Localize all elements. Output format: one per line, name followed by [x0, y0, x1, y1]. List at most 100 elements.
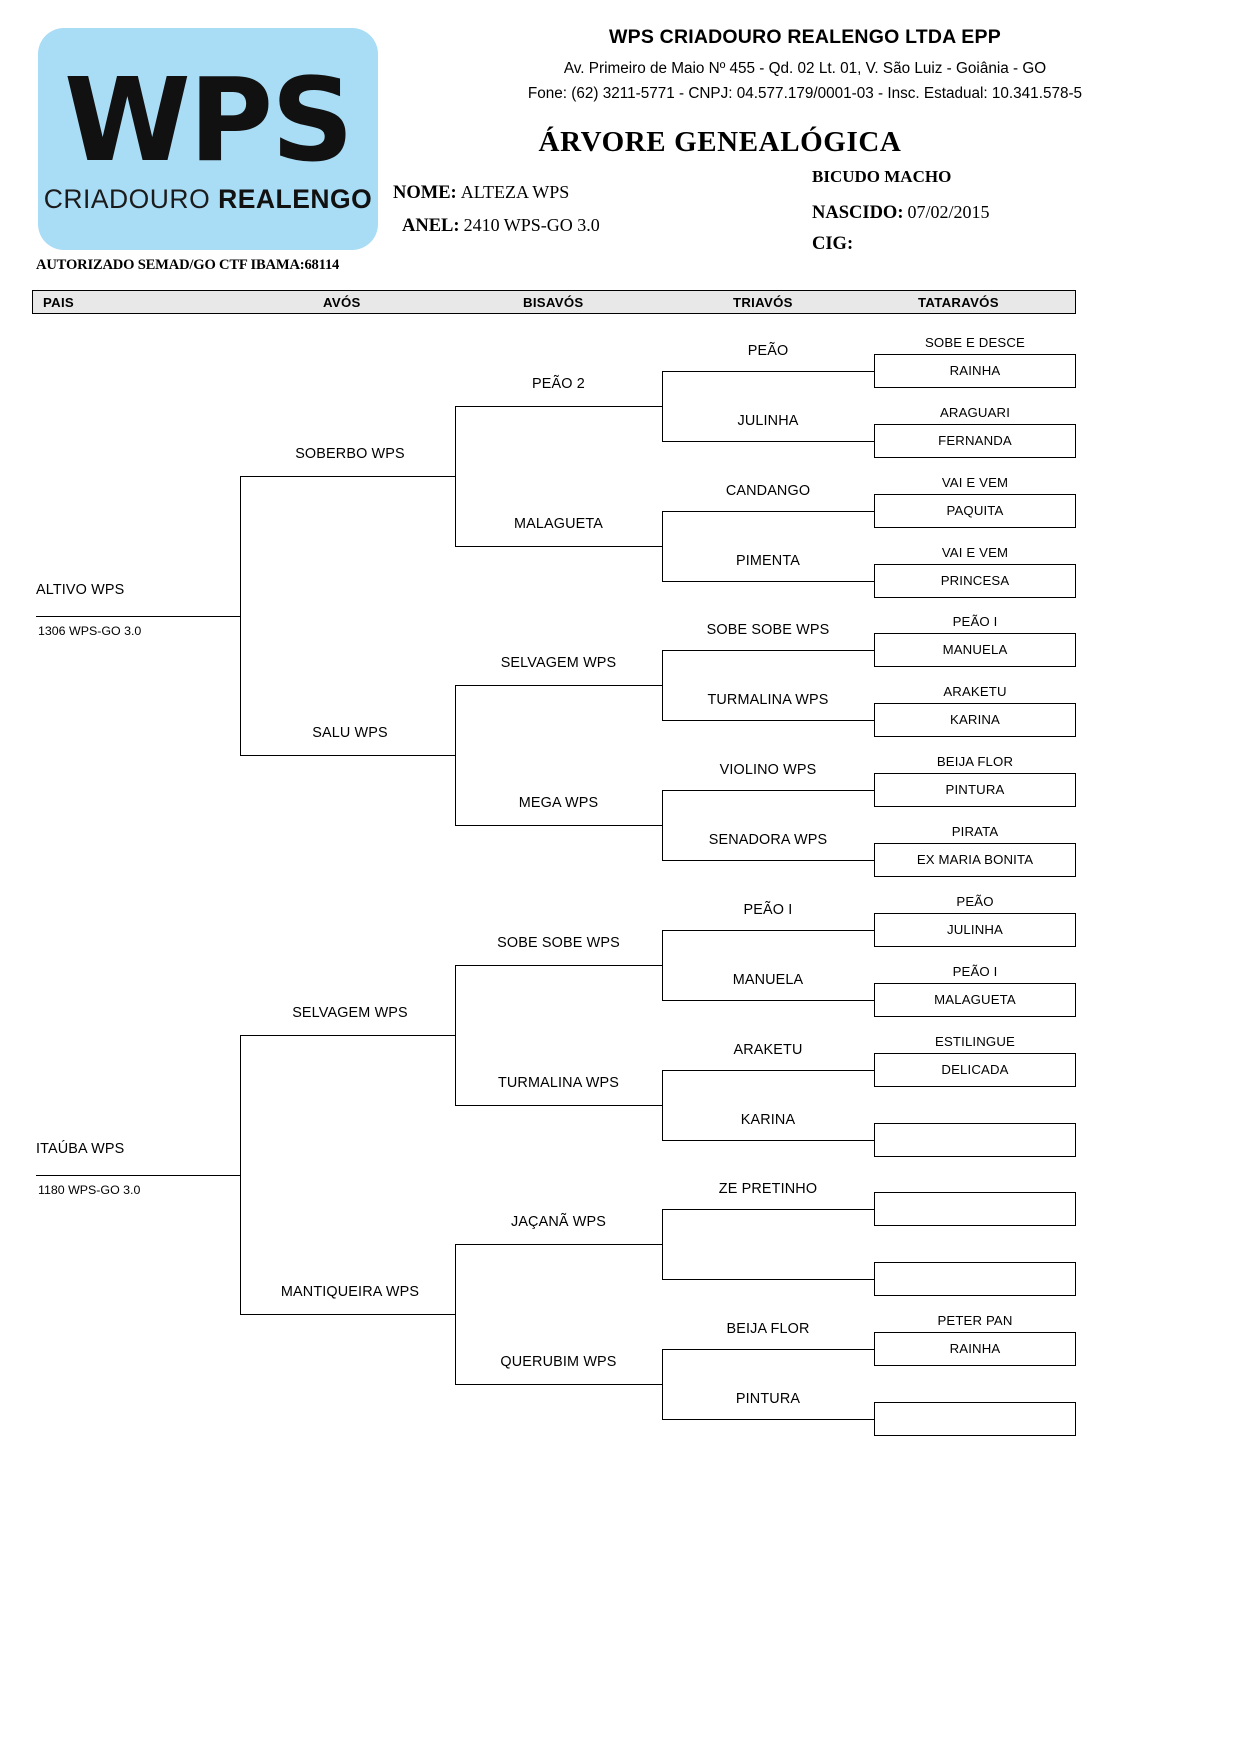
pais-vertical	[240, 1034, 241, 1315]
tataravos-name: RAINHA	[949, 1341, 1001, 1357]
column-header-triavos: TRIAVÓS	[733, 295, 793, 310]
bisavos-connector	[455, 1104, 662, 1106]
bisavos-name: TURMALINA WPS	[497, 1074, 620, 1091]
field-cig: CIG:	[812, 233, 853, 255]
pais-name: ALTIVO WPS	[36, 581, 125, 598]
tataravos-name: PIRATA	[951, 824, 999, 840]
triavos-connector	[662, 650, 874, 652]
avos-connector	[240, 1314, 455, 1316]
triavos-name: SENADORA WPS	[708, 832, 828, 849]
tataravos-pair-box	[874, 1122, 1076, 1157]
triavos-connector	[662, 720, 874, 722]
authorization-note: AUTORIZADO SEMAD/GO CTF IBAMA:68114	[36, 257, 340, 273]
bisavos-vertical	[662, 1069, 663, 1140]
pais-connector	[36, 615, 240, 617]
tataravos-name: VAI E VEM	[941, 474, 1009, 490]
tataravos-pair-box	[874, 563, 1076, 598]
pais-ring-number: 1180 WPS-GO 3.0	[38, 1182, 141, 1197]
tataravos-name: ESTILINGUE	[935, 1033, 1015, 1049]
triavos-connector	[662, 1419, 874, 1421]
tataravos-name: MANUELA	[942, 642, 1008, 658]
field-anel-label: ANEL:	[402, 216, 460, 236]
bisavos-connector	[455, 825, 662, 827]
bisavos-connector	[455, 1244, 662, 1246]
triavos-connector	[662, 929, 874, 931]
bisavos-vertical	[662, 790, 663, 861]
field-nome-value: ALTEZA WPS	[460, 182, 570, 202]
tataravos-name: FERNANDA	[938, 432, 1012, 448]
triavos-name: PIMENTA	[736, 552, 800, 569]
logo-subtitle-thin: CRIADOURO	[43, 184, 219, 215]
triavos-connector	[662, 860, 874, 862]
pais-vertical	[240, 475, 241, 756]
avos-name: SOBERBO WPS	[295, 445, 405, 462]
avos-connector	[240, 1034, 455, 1036]
bisavos-vertical	[662, 1209, 663, 1280]
tataravos-name: PEÃO	[956, 893, 994, 909]
field-nascido-value: 07/02/2015	[907, 202, 990, 222]
triavos-name: JULINHA	[737, 412, 799, 429]
logo-subtitle-bold: REALENGO	[218, 184, 373, 215]
bisavos-vertical	[662, 929, 663, 1000]
column-header-tataravos: TATARAVÓS	[918, 295, 999, 310]
avos-vertical	[455, 1244, 456, 1385]
tataravos-name: DELICADA	[941, 1061, 1009, 1077]
avos-vertical	[455, 964, 456, 1105]
triavos-connector	[662, 1279, 874, 1281]
tataravos-pair-box	[874, 773, 1076, 808]
field-cig-label: CIG:	[812, 234, 854, 254]
field-nome: NOME: ALTEZA WPS	[393, 182, 569, 204]
tataravos-pair-box	[874, 1402, 1076, 1437]
avos-vertical	[455, 685, 456, 826]
company-name: WPS CRIADOURO REALENGO LTDA EPP	[609, 26, 1001, 48]
field-anel: ANEL: 2410 WPS-GO 3.0	[402, 215, 600, 237]
bisavos-name: MALAGUETA	[513, 515, 604, 532]
tataravos-name: PAQUITA	[946, 502, 1004, 518]
tataravos-pair-box	[874, 912, 1076, 947]
triavos-connector	[662, 510, 874, 512]
pais-ring-number: 1306 WPS-GO 3.0	[38, 623, 142, 638]
tataravos-name: ARAKETU	[943, 684, 1007, 700]
bisavos-name: JAÇANÃ WPS	[510, 1214, 607, 1231]
tataravos-name: KARINA	[950, 712, 1000, 728]
avos-connector	[240, 475, 455, 477]
triavos-name: MANUELA	[732, 971, 804, 988]
triavos-connector	[662, 1209, 874, 1211]
tataravos-name: BEIJA FLOR	[936, 754, 1014, 770]
company-logo: WPS CRIADOURO REALENGO	[38, 28, 378, 250]
tataravos-pair-box	[874, 1332, 1076, 1367]
company-legal-info: Fone: (62) 3211-5771 - CNPJ: 04.577.179/…	[527, 85, 1083, 102]
triavos-name: KARINA	[740, 1111, 796, 1128]
avos-name: MANTIQUEIRA WPS	[280, 1284, 420, 1301]
tataravos-name: MALAGUETA	[934, 991, 1016, 1007]
triavos-name: BEIJA FLOR	[726, 1321, 810, 1338]
bisavos-connector	[455, 1384, 662, 1386]
tataravos-name: PRINCESA	[940, 572, 1010, 588]
tataravos-name: PEÃO I	[952, 614, 998, 630]
tataravos-pair-box	[874, 1262, 1076, 1297]
tataravos-name: EX MARIA BONITA	[916, 852, 1034, 868]
bisavos-vertical	[662, 370, 663, 441]
bisavos-vertical	[662, 650, 663, 721]
triavos-connector	[662, 1069, 874, 1071]
triavos-connector	[662, 440, 874, 442]
triavos-name: ZE PRETINHO	[718, 1181, 818, 1198]
tataravos-name: JULINHA	[946, 921, 1003, 937]
pais-connector	[36, 1174, 240, 1176]
column-header-avos: AVÓS	[323, 295, 361, 310]
bisavos-connector	[455, 405, 662, 407]
triavos-connector	[662, 1139, 874, 1141]
tataravos-name: VAI E VEM	[941, 544, 1009, 560]
tataravos-name: ARAGUARI	[939, 404, 1011, 420]
avos-connector	[240, 755, 455, 757]
field-species-sex: BICUDO MACHO	[812, 167, 952, 186]
field-nome-label: NOME:	[393, 183, 457, 203]
triavos-name: SOBE SOBE WPS	[706, 622, 830, 639]
tataravos-name: SOBE E DESCE	[924, 334, 1025, 350]
tataravos-name: PEÃO I	[952, 963, 998, 979]
bisavos-connector	[455, 964, 662, 966]
tataravos-name: RAINHA	[949, 362, 1001, 378]
tataravos-name: PETER PAN	[937, 1313, 1013, 1329]
tataravos-pair-box	[874, 493, 1076, 528]
